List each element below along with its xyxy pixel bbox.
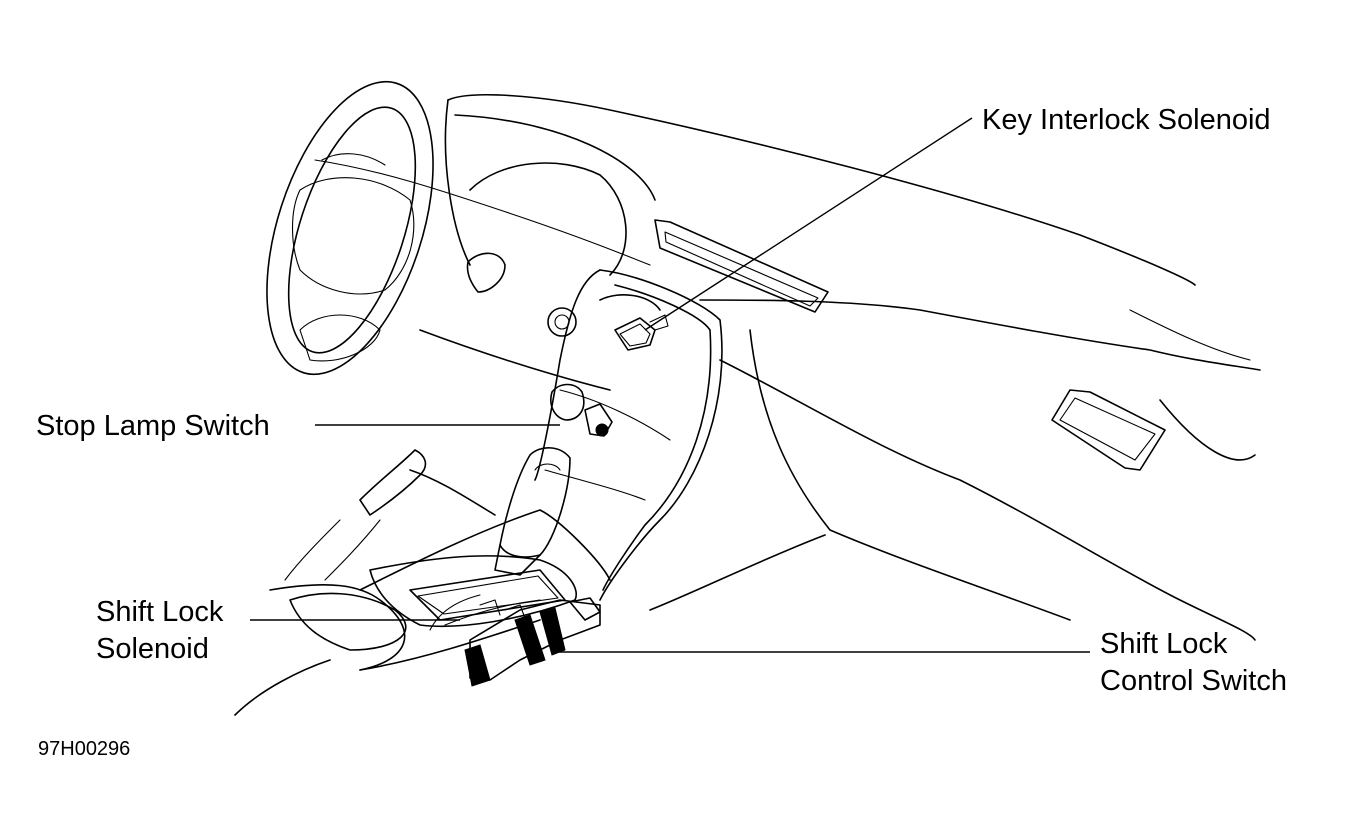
steering-wheel [266,80,434,376]
stop-lamp-switch [550,383,613,437]
label-shift-lock-control-switch: Shift Lock Control Switch [1100,626,1287,700]
label-key-interlock-solenoid: Key Interlock Solenoid [982,104,1271,136]
ignition-switch [547,294,661,337]
shift-lever [494,447,571,576]
label-shift-lock-control-line2: Control Switch [1100,665,1287,697]
label-shift-lock-solenoid-line1: Shift Lock [96,596,224,628]
label-shift-lock-control-line1: Shift Lock [1100,628,1228,660]
dash-knob [466,252,506,293]
key-interlock-solenoid [614,314,669,351]
center-console [234,269,723,716]
air-vent-right [1051,389,1166,471]
parking-brake [284,449,496,581]
air-vent-center [654,219,829,313]
label-stop-lamp-switch: Stop Lamp Switch [36,410,270,442]
leader-key-interlock [644,117,973,331]
figure-id: 97H00296 [38,738,131,760]
label-shift-lock-solenoid: Shift Lock Solenoid [96,594,223,668]
label-shift-lock-solenoid-line2: Solenoid [96,633,209,665]
shift-lock-assembly [429,594,601,687]
dashboard-outline [314,94,1261,641]
